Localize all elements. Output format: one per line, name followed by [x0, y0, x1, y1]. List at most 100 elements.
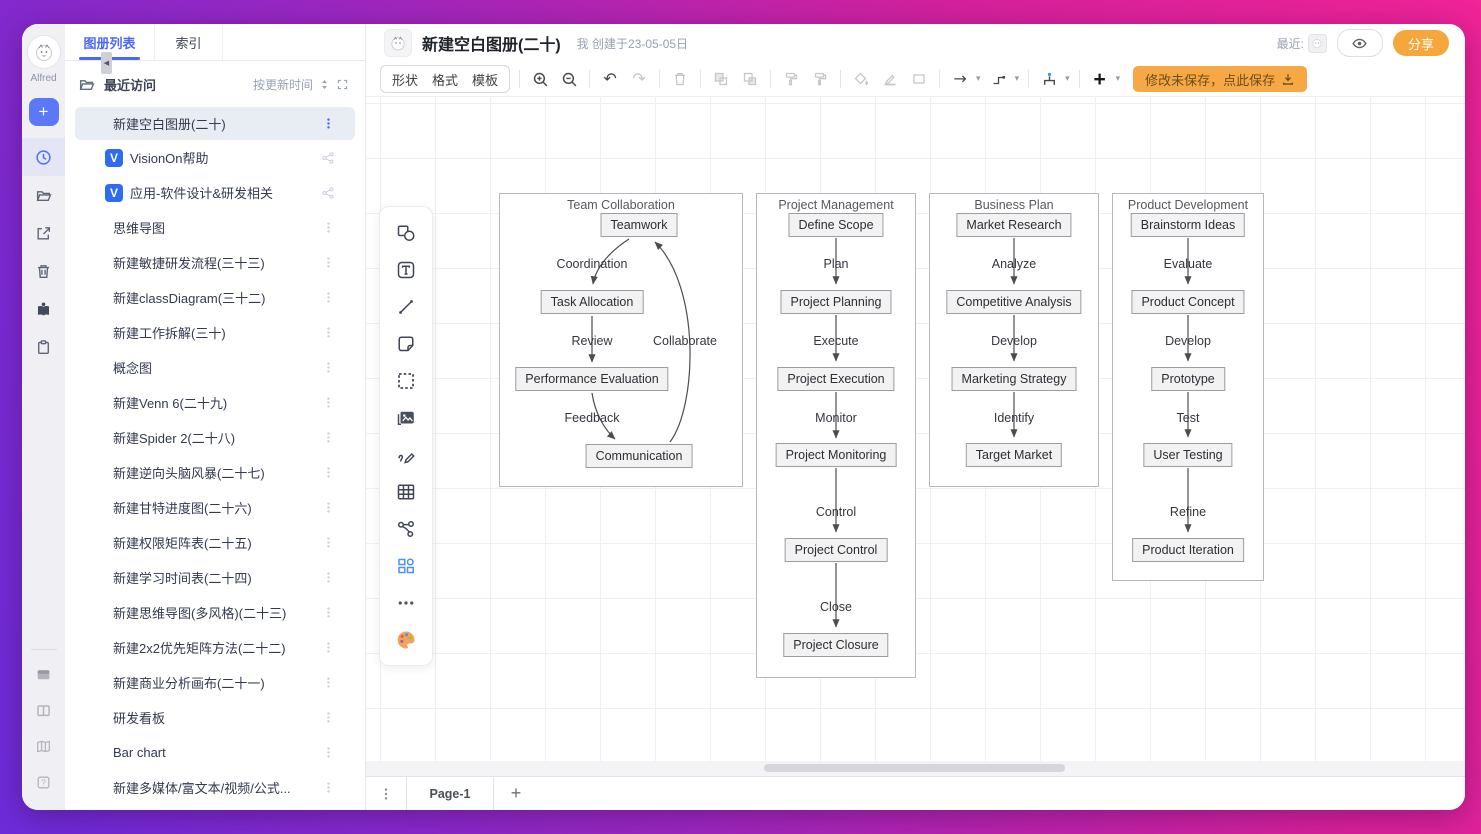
- item-menu-icon[interactable]: [322, 641, 335, 654]
- rail-item-map[interactable]: [22, 728, 65, 764]
- list-item[interactable]: 研发看板: [65, 700, 365, 735]
- palette-sticky-note[interactable]: [387, 325, 425, 362]
- item-menu-icon[interactable]: [322, 291, 335, 304]
- save-button[interactable]: 修改未保存，点此保存: [1133, 66, 1308, 92]
- collapse-panel-handle[interactable]: ◀: [101, 52, 112, 74]
- palette-table[interactable]: [387, 473, 425, 510]
- insert-shape-caret[interactable]: ▾: [1115, 74, 1121, 84]
- list-item[interactable]: 新建学习时间表(二十四): [65, 560, 365, 595]
- palette-frame[interactable]: [387, 362, 425, 399]
- palette-more[interactable]: [387, 584, 425, 621]
- flow-node[interactable]: Teamwork: [600, 213, 678, 237]
- flow-node[interactable]: Target Market: [965, 443, 1063, 467]
- rail-item-help[interactable]: ?: [22, 764, 65, 800]
- zoom-out-button[interactable]: [558, 68, 580, 90]
- new-diagram-button[interactable]: +: [28, 98, 59, 126]
- item-menu-icon[interactable]: [322, 571, 335, 584]
- expand-icon[interactable]: [336, 78, 349, 91]
- user-avatar[interactable]: [27, 36, 60, 68]
- palette-shapes[interactable]: [387, 214, 425, 251]
- item-menu-icon[interactable]: [322, 746, 335, 759]
- item-share-icon[interactable]: [321, 151, 335, 165]
- shape-style-button[interactable]: [908, 68, 930, 90]
- line-color-button[interactable]: [879, 68, 901, 90]
- list-item[interactable]: 新建2x2优先矩阵方法(二十二): [65, 630, 365, 665]
- list-item[interactable]: 新建思维导图(多风格)(二十三): [65, 595, 365, 630]
- item-menu-icon[interactable]: [322, 501, 335, 514]
- palette-relation[interactable]: [387, 510, 425, 547]
- rail-item-clipboard[interactable]: [22, 328, 65, 366]
- palette-line[interactable]: [387, 288, 425, 325]
- format-painter-alt-button[interactable]: [809, 68, 831, 90]
- flow-node[interactable]: Define Scope: [788, 213, 884, 237]
- palette-freehand-draw[interactable]: [387, 436, 425, 473]
- item-menu-icon[interactable]: [322, 396, 335, 409]
- flow-node[interactable]: Market Research: [956, 213, 1072, 237]
- fill-color-button[interactable]: [850, 68, 872, 90]
- list-item[interactable]: 新建权限矩阵表(二十五): [65, 525, 365, 560]
- flow-node[interactable]: Project Control: [784, 538, 888, 562]
- horizontal-scrollbar[interactable]: [366, 761, 1465, 776]
- list-item[interactable]: Bar chart: [65, 735, 365, 770]
- list-item[interactable]: 新建商业分析画布(二十一): [65, 665, 365, 700]
- rail-item-shared[interactable]: [22, 214, 65, 252]
- rail-item-folders[interactable]: [22, 176, 65, 214]
- tab-index[interactable]: 索引: [155, 24, 223, 60]
- redo-button[interactable]: ↷: [632, 69, 646, 88]
- flow-node[interactable]: Project Planning: [780, 290, 892, 314]
- page-tab[interactable]: Page-1: [406, 777, 494, 810]
- arrow-style-caret[interactable]: ▾: [976, 74, 981, 84]
- list-item[interactable]: 新建Spider 2(二十八): [65, 420, 365, 455]
- flow-node[interactable]: Brainstorm Ideas: [1130, 213, 1246, 237]
- format-menu[interactable]: 格式: [432, 72, 459, 88]
- list-item[interactable]: 新建Venn 6(二十九): [65, 385, 365, 420]
- rail-item-library[interactable]: [22, 290, 65, 328]
- tree-connector-caret[interactable]: ▾: [1065, 74, 1070, 84]
- list-item[interactable]: 概念图: [65, 350, 365, 385]
- item-menu-icon[interactable]: [322, 676, 335, 689]
- sort-icon[interactable]: [318, 78, 331, 91]
- list-item[interactable]: 新建逆向头脑风暴(二十七): [65, 455, 365, 490]
- flow-node[interactable]: User Testing: [1143, 443, 1233, 467]
- flow-node[interactable]: Product Concept: [1131, 290, 1245, 314]
- flow-node[interactable]: Prototype: [1151, 367, 1225, 391]
- item-menu-icon[interactable]: [322, 466, 335, 479]
- pages-menu-icon[interactable]: [366, 777, 406, 810]
- tree-connector-button[interactable]: [1038, 68, 1060, 90]
- item-menu-icon[interactable]: [322, 221, 335, 234]
- item-menu-icon[interactable]: [322, 326, 335, 339]
- bring-to-front-button[interactable]: [710, 68, 732, 90]
- flow-node[interactable]: Marketing Strategy: [951, 367, 1077, 391]
- flow-node[interactable]: Competitive Analysis: [946, 290, 1082, 314]
- flow-node[interactable]: Project Execution: [777, 367, 895, 391]
- item-share-icon[interactable]: [321, 186, 335, 200]
- item-menu-icon[interactable]: [322, 431, 335, 444]
- document-title[interactable]: 新建空白图册(二十): [422, 37, 561, 54]
- arrow-style-button[interactable]: →: [953, 69, 967, 88]
- share-button[interactable]: 分享: [1392, 30, 1449, 56]
- list-item[interactable]: 新建classDiagram(三十二): [65, 280, 365, 315]
- recent-viewer-avatar[interactable]: [1307, 33, 1327, 53]
- flow-node[interactable]: Performance Evaluation: [515, 367, 669, 391]
- sort-by-label[interactable]: 按更新时间: [252, 77, 313, 92]
- zoom-in-button[interactable]: [529, 68, 551, 90]
- insert-shape-button[interactable]: +: [1093, 67, 1106, 91]
- template-menu[interactable]: 模板: [472, 72, 499, 88]
- palette-text[interactable]: [387, 251, 425, 288]
- item-menu-icon[interactable]: [322, 536, 335, 549]
- item-menu-icon[interactable]: [322, 361, 335, 374]
- item-menu-icon[interactable]: [322, 606, 335, 619]
- rail-item-trash[interactable]: [22, 252, 65, 290]
- palette-theme[interactable]: [387, 621, 425, 658]
- list-item[interactable]: 新建多媒体/富文本/视频/公式...: [65, 770, 365, 805]
- flow-node[interactable]: Project Closure: [783, 633, 889, 657]
- delete-button[interactable]: [669, 68, 691, 90]
- item-menu-icon[interactable]: [322, 781, 335, 794]
- connector-style-button[interactable]: [988, 68, 1010, 90]
